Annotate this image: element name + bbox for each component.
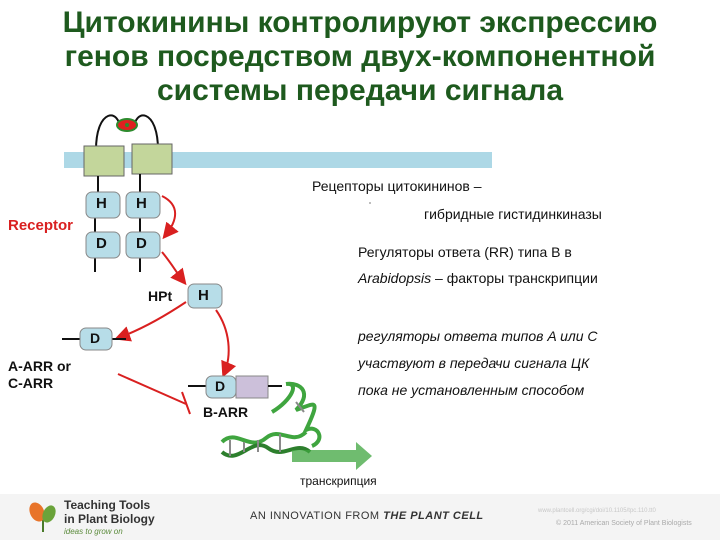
slide-title: Цитокинины контролируют экспрессию генов… — [0, 6, 720, 108]
arrow-hpt-to-a-arr — [114, 301, 187, 342]
inhibition-line — [117, 373, 187, 405]
receptors-note-line2: гибридные гистидинкиназы — [424, 206, 602, 222]
receptor-tm-left — [83, 145, 125, 177]
title-line-3: системы передачи сигнала — [156, 74, 564, 107]
footer-url[interactable]: www.plantcell.org/cgi/doi/10.1105/tpc.11… — [538, 508, 656, 514]
innovation-text: AN INNOVATION FROM THE PLANT CELL — [250, 510, 484, 522]
title-line-1: Цитокинины контролируют экспрессию — [62, 6, 658, 39]
logo-line2: in Plant Biology — [64, 512, 155, 526]
hpt-h-label: H — [198, 287, 209, 304]
arrow-hpt-to-b-arr — [215, 309, 237, 378]
h-domain-right — [125, 191, 161, 219]
ac-note-line3: пока не установленным способом — [358, 382, 585, 398]
signaling-diagram — [62, 114, 492, 470]
hpt-label: HPt — [148, 288, 173, 304]
a-c-arr-label-line1: A-ARR or — [8, 358, 71, 374]
logo-line1: Teaching Tools — [64, 498, 151, 512]
plant-logo-icon — [29, 502, 56, 532]
transcription-label: транскрипция — [300, 474, 377, 488]
a-arr-d-domain — [79, 327, 113, 351]
membrane — [64, 152, 492, 168]
rr-note-line1: Регуляторы ответа (RR) типа B в — [358, 244, 572, 260]
b-arr-label: B-ARR — [203, 404, 249, 420]
footer-copyright: © 2011 American Society of Plant Biologi… — [556, 520, 692, 527]
innovation-prefix: AN INNOVATION FROM — [250, 510, 384, 522]
transcription-arrow — [292, 442, 372, 470]
rr-note-rest: – факторы транскрипции — [431, 270, 598, 286]
d-domain-left — [85, 231, 121, 259]
a-arr-d-label: D — [90, 330, 101, 346]
d-domain-right — [125, 231, 161, 259]
b-arr-d-label: D — [215, 378, 226, 394]
d-label-right: D — [136, 235, 147, 252]
b-arr-output-domain — [235, 375, 269, 399]
innovation-journal: THE PLANT CELL — [383, 510, 484, 522]
h-label-right: H — [136, 195, 147, 212]
rr-note-line2: Arabidopsis – факторы транскрипции — [358, 270, 598, 286]
receptors-note-line1: Рецепторы цитокининов – — [312, 178, 482, 194]
ac-note-line2: участвуют в передачи сигнала ЦК — [358, 355, 590, 371]
dna-helix-icon — [220, 381, 322, 458]
arrow-h-to-d — [161, 195, 179, 240]
h-label-left: H — [96, 195, 107, 212]
ac-note-line1: регуляторы ответа типов A или C — [358, 328, 598, 344]
a-c-arr-label-line2: C-ARR — [8, 375, 54, 391]
h-domain-left — [85, 191, 121, 219]
arrow-d-to-hpt — [161, 251, 187, 286]
logo-tagline: ideas to grow on — [64, 527, 123, 536]
receptor-tm-right — [131, 143, 173, 175]
receptor-left-arch — [95, 114, 121, 151]
title-line-2: генов посредством двух-компонентной — [64, 40, 656, 73]
receptor-label: Receptor — [8, 217, 74, 234]
hpt-domain — [187, 283, 223, 309]
footer-bar: Teaching Tools in Plant Biology ideas to… — [0, 494, 720, 540]
rr-note-species: Arabidopsis — [358, 270, 432, 286]
d-label-left: D — [96, 235, 107, 252]
